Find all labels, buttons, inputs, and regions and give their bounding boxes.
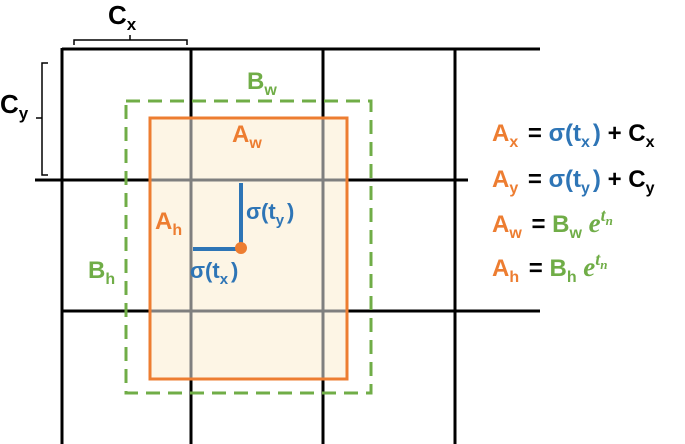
equation-ay: Ay = σ(ty) + Cy: [492, 166, 655, 199]
sigma-ty-label: σ(ty): [246, 199, 294, 229]
bh-label: Bh: [88, 257, 115, 288]
anchor-box: [148, 116, 349, 381]
aw-label: Aw: [232, 121, 262, 152]
cy-bracket: [36, 62, 48, 176]
grid-through-box: [151, 119, 346, 378]
equation-ah: Ah = Bh etn: [492, 249, 608, 288]
equation-aw: Aw = Bw etn: [492, 205, 613, 244]
bw-label: Bw: [247, 68, 277, 99]
prior-box: [124, 99, 373, 395]
equations: Ax = σ(tx) + Cx Ay = σ(ty) + Cy Aw = Bw …: [492, 120, 655, 288]
equation-ax: Ax = σ(tx) + Cx: [492, 120, 655, 153]
ah-label: Ah: [155, 208, 182, 239]
cx-label: Cx: [108, 0, 137, 34]
sigma-tx-label: σ(tx): [190, 258, 238, 288]
anchor-box-outline: [148, 116, 349, 381]
cx-bracket: [73, 35, 188, 45]
cy-label: Cy: [0, 89, 29, 123]
center-point: [235, 242, 247, 254]
